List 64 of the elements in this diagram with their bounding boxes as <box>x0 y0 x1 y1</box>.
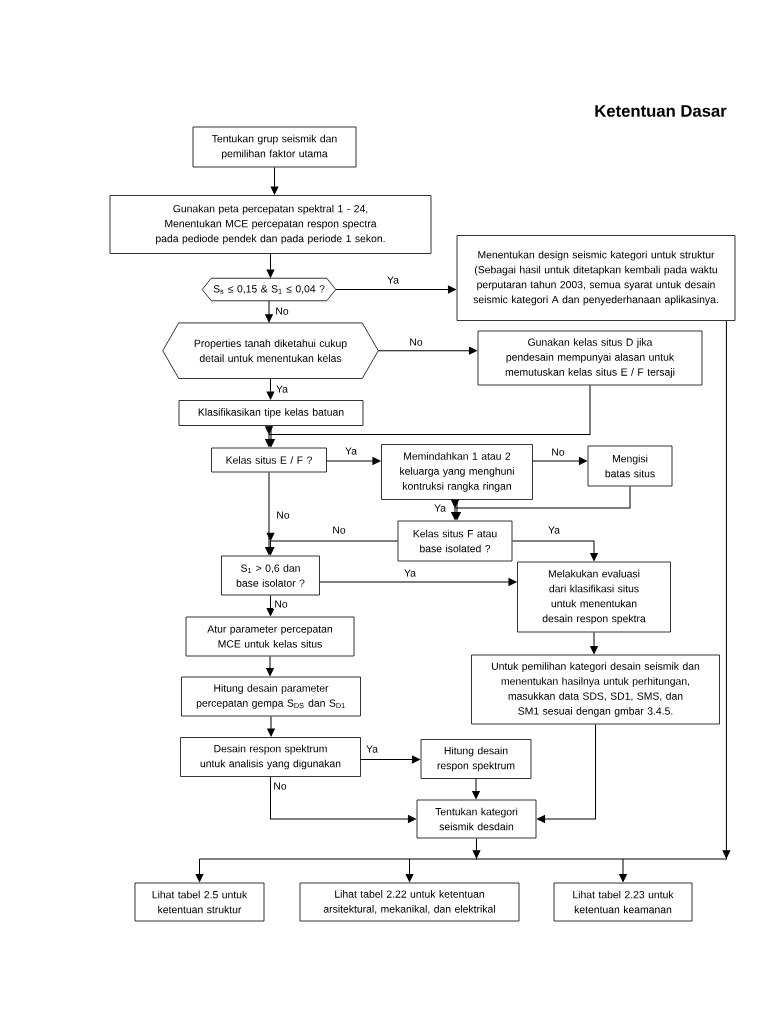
process-box: Untuk pemilihan kategori desain seismik dan menentukan hasilnya untuk perhitungan, masukkan data SDS, SD1, SMS, dan SM1 sesuai dengan gmbar 3.4.5. <box>471 654 720 725</box>
flow-arrow <box>195 858 204 882</box>
edge-label: No <box>550 447 566 457</box>
edge-label: Ya <box>402 568 418 578</box>
process-box: Menentukan design seismic kategori untuk struktur (Sebagai hasil untuk ditetapkan kembali pada waktu perputaran tahun 2003, semua syarat untuk desain seismic kategori A dan penyederhanaan aplikasinya. <box>456 235 736 321</box>
flow-arrow <box>266 532 399 555</box>
process-box: Tentukan grup seismik dan pemilihan faktor utama <box>192 126 357 168</box>
decision-hexagon: Properties tanah diketahui cukup detail untuk menentukan kelas <box>162 322 379 379</box>
flow-arrow <box>265 300 273 323</box>
flow-arrow <box>472 837 481 860</box>
flow-arrow <box>335 285 456 294</box>
decision-hexagon: S$_{s}$ ≤ 0,15 & S$_{1}$ ≤ 0,04 ? <box>201 277 337 302</box>
edge-label: Ya <box>546 525 562 535</box>
process-box: Mengisi batas situs <box>587 445 673 487</box>
flow-arrow <box>319 578 517 586</box>
connector-line <box>199 858 727 860</box>
flow-arrow <box>270 166 279 195</box>
flow-arrow <box>537 723 596 823</box>
decision-box: Kelas situs E / F ? <box>211 447 327 473</box>
edge-label: Ya <box>343 446 359 456</box>
edge-label: Ya <box>432 503 448 513</box>
process-box: Lihat tabel 2.5 untuk ketentuan struktur <box>134 882 265 922</box>
process-box: Melakukan evaluasi dari klasifikasi situs untuk menentukan desain respon spektra <box>517 561 671 633</box>
process-box: Memindahkan 1 atau 2 keluarga yang menghuni kontruksi rangka ringan <box>381 444 533 500</box>
flow-arrow <box>405 858 414 882</box>
flow-arrow <box>360 755 420 764</box>
edge-label: No <box>275 510 291 520</box>
flow-arrow <box>377 346 477 355</box>
flow-arrow <box>619 858 627 882</box>
decision-box: Kelas situs F atau base isolated ? <box>397 520 513 562</box>
flow-arrow <box>722 320 731 860</box>
flow-arrow <box>511 540 598 561</box>
edge-label: No <box>331 525 347 535</box>
flow-arrow <box>451 485 631 520</box>
title: Ketentuan Dasar <box>595 105 727 117</box>
process-box: Hitung desain respon spektrum <box>420 739 532 779</box>
flow-arrow <box>590 631 598 654</box>
process-box: Gunakan peta percepatan spektral 1 - 24, Menentukan MCE percepatan respon spectra pada pediode pendek dan pada periode 1 sekon. <box>109 195 432 254</box>
edge-label: No <box>408 337 424 347</box>
process-box: Klasifikasikan tipe kelas batuan <box>178 400 364 426</box>
process-box: Lihat tabel 2.23 untuk ketentuan keamanan <box>553 882 693 922</box>
flow-arrow <box>326 457 381 465</box>
process-box: Tentukan kategori seismik desdain <box>416 799 537 839</box>
flow-arrow <box>266 253 275 278</box>
flow-arrow <box>532 457 587 465</box>
process-box: Hitung desain parameter percepatan gempa S$_{DS}$ dan S$_{D1}$ <box>181 676 361 717</box>
process-box: Gunakan kelas situs D jika pendesain mempunyai alasan untuk memutuskan kelas situs E / F tersaji <box>477 330 703 386</box>
edge-label: No <box>272 781 288 791</box>
edge-label: Ya <box>274 384 290 394</box>
flow-arrow <box>472 778 480 799</box>
decision-box: Desain respon spektrum untuk analisis yang digunakan <box>180 737 361 777</box>
flow-arrow <box>266 655 274 676</box>
edge-label: Ya <box>385 275 401 285</box>
decision-box: S$_{1}$ > 0,6 dan base isolator ? <box>221 555 320 596</box>
process-box: Lihat tabel 2.22 untuk ketentuan arsitektural, mekanikal, dan elektrikal <box>299 882 520 922</box>
edge-label: No <box>273 599 289 609</box>
flow-arrow <box>265 384 591 447</box>
flow-arrow <box>270 776 416 823</box>
flow-arrow <box>266 377 275 400</box>
edge-label: Ya <box>364 744 380 754</box>
edge-label: No <box>274 306 290 316</box>
flow-arrow <box>266 594 275 616</box>
process-box: Atur parameter percepatan MCE untuk kelas situs <box>185 616 355 657</box>
flow-arrow <box>267 715 275 737</box>
